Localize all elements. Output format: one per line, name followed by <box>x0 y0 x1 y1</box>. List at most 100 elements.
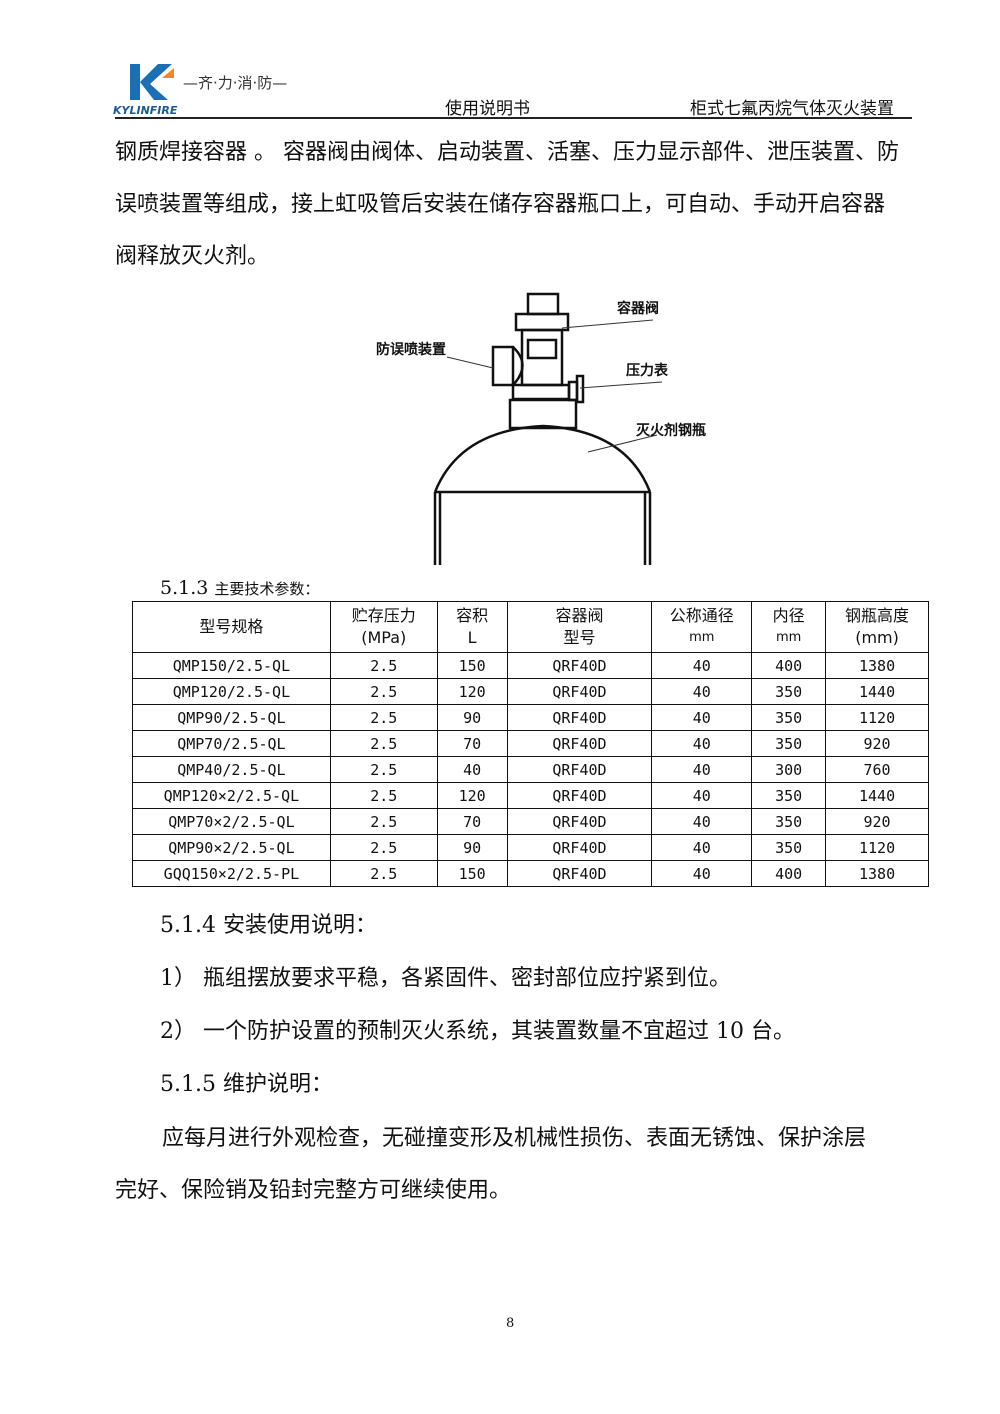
column-header: 容积 L <box>436 601 508 653</box>
table-cell: QMP90/2.5-QL <box>132 704 331 731</box>
table-cell: QRF40D <box>506 860 653 887</box>
table-cell: QRF40D <box>506 678 653 705</box>
table-cell: 40 <box>651 704 753 731</box>
logo-k-icon <box>130 64 174 100</box>
section-title: 主要技术参数： <box>214 580 320 598</box>
table-cell: 2.5 <box>329 756 438 783</box>
table-cell: QRF40D <box>506 782 653 809</box>
column-header-line: 贮存压力 <box>351 606 416 625</box>
table-cell: 920 <box>825 730 929 757</box>
table-cell: QRF40D <box>506 756 653 783</box>
column-header-line: 型号规格 <box>199 617 264 636</box>
table-cell: QRF40D <box>506 808 653 835</box>
table-cell: 40 <box>651 782 753 809</box>
column-header-line: mm <box>775 630 802 645</box>
table-cell: 920 <box>825 808 929 835</box>
table-cell: 40 <box>651 834 753 861</box>
column-header-line: 钢瓶高度 <box>845 606 910 625</box>
table-cell: 120 <box>436 782 508 809</box>
table-cell: QMP70×2/2.5-QL <box>132 808 331 835</box>
page-number: 8 <box>506 1316 515 1331</box>
table-cell: 150 <box>436 652 508 679</box>
install-item: 1） 瓶组摆放要求平稳，各紧固件、密封部位应拧紧到位。 <box>160 966 731 991</box>
table-cell: 350 <box>751 834 827 861</box>
table-cell: 400 <box>751 860 827 887</box>
table-cell: 2.5 <box>329 704 438 731</box>
logo-text: KYLINFIRE <box>113 104 178 117</box>
table-cell: 2.5 <box>329 678 438 705</box>
table-cell: 350 <box>751 704 827 731</box>
intro-line: 误喷装置等组成，接上虹吸管后安装在储存容器瓶口上，可自动、手动开启容器 <box>115 192 886 217</box>
table-cell: 2.5 <box>329 808 438 835</box>
table-cell: 40 <box>651 808 753 835</box>
table-cell: 40 <box>651 678 753 705</box>
table-cell: QMP40/2.5-QL <box>132 756 331 783</box>
column-header-line: (MPa) <box>361 628 407 647</box>
column-header-line: 容积 <box>456 606 489 625</box>
table-cell: 150 <box>436 860 508 887</box>
cylinder-valve-diagram <box>433 292 663 565</box>
table-cell: 1380 <box>825 860 929 887</box>
section-5-1-5-heading: 5.1.5 维护说明： <box>160 1072 333 1097</box>
table-cell: 40 <box>651 756 753 783</box>
table-cell: 40 <box>651 730 753 757</box>
table-cell: 350 <box>751 678 827 705</box>
column-header-line: mm <box>689 630 715 645</box>
table-cell: 40 <box>651 860 753 887</box>
table-cell: QMP70/2.5-QL <box>132 730 331 757</box>
intro-line: 钢质焊接容器 。 容器阀由阀体、启动装置、活塞、压力显示部件、泄压装置、防 <box>115 140 899 165</box>
table-cell: 2.5 <box>329 860 438 887</box>
install-item: 2） 一个防护设置的预制灭火系统，其装置数量不宜超过 10 台。 <box>160 1019 795 1044</box>
column-header: 容器阀型号 <box>506 601 653 653</box>
table-cell: 350 <box>751 808 827 835</box>
table-cell: QMP90×2/2.5-QL <box>132 834 331 861</box>
table-cell: QMP120×2/2.5-QL <box>132 782 331 809</box>
logo-slogan: —齐·力·消·防— <box>183 74 288 92</box>
column-header-line: 容器阀 <box>555 606 604 625</box>
column-header: 钢瓶高度 (mm) <box>825 601 929 653</box>
table-cell: 40 <box>436 756 508 783</box>
table-cell: 1120 <box>825 704 929 731</box>
maintenance-line: 完好、保险销及铅封完整方可继续使用。 <box>115 1178 512 1203</box>
intro-line: 阀释放灭火剂。 <box>115 244 270 269</box>
table-cell: 70 <box>436 730 508 757</box>
table-cell: 350 <box>751 730 827 757</box>
table-cell: 2.5 <box>329 834 438 861</box>
table-cell: 70 <box>436 808 508 835</box>
table-cell: QMP150/2.5-QL <box>132 652 331 679</box>
table-cell: QRF40D <box>506 704 653 731</box>
label-agent-cylinder: 灭火剂钢瓶 <box>636 423 706 439</box>
table-cell: 350 <box>751 782 827 809</box>
table-cell: 2.5 <box>329 730 438 757</box>
column-header-line: (mm) <box>855 628 899 647</box>
column-header-line: L <box>467 628 477 647</box>
table-cell: QRF40D <box>506 730 653 757</box>
maintenance-line: 应每月进行外观检查，无碰撞变形及机械性损伤、表面无锈蚀、保护涂层 <box>162 1126 867 1151</box>
table-cell: 120 <box>436 678 508 705</box>
header-doc-type: 使用说明书 <box>445 99 530 119</box>
table-cell: 300 <box>751 756 827 783</box>
table-cell: 2.5 <box>329 652 438 679</box>
table-cell: QMP120/2.5-QL <box>132 678 331 705</box>
column-header-line: 型号 <box>563 628 596 647</box>
label-pressure-gauge: 压力表 <box>626 363 668 379</box>
column-header: 型号规格 <box>132 601 331 653</box>
table-cell: 40 <box>651 652 753 679</box>
table-cell: 2.5 <box>329 782 438 809</box>
column-header-line: 内径 <box>772 606 805 625</box>
table-cell: 1380 <box>825 652 929 679</box>
table-cell: QRF40D <box>506 652 653 679</box>
column-header-line: 公称通径 <box>669 606 734 625</box>
column-header: 公称通径 mm <box>651 601 753 653</box>
header-product: 柜式七氟丙烷气体灭火装置 <box>690 99 894 119</box>
